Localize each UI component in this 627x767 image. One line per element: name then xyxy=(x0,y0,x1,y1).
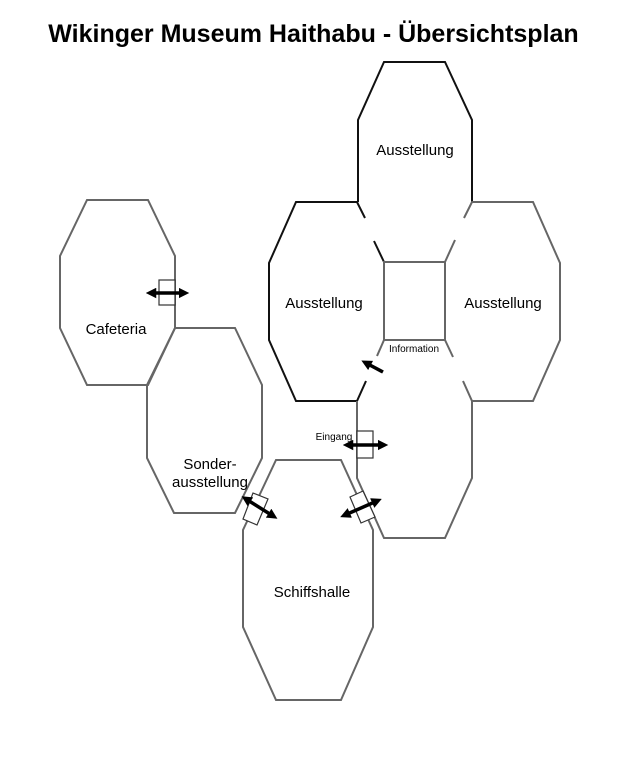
right-exhibition-label: Ausstellung xyxy=(464,295,542,312)
door-arrow-icon xyxy=(241,496,278,519)
page-title: Wikinger Museum Haithabu - Übersichtspla… xyxy=(48,20,579,48)
information-arrow-icon xyxy=(361,360,384,374)
information-label: Information xyxy=(389,344,439,355)
room-information[interactable]: Information xyxy=(376,261,454,358)
special-exhibition-label-1: Sonder- xyxy=(183,456,236,473)
room-entrance-hall[interactable] xyxy=(356,401,473,539)
room-ship-hall[interactable]: Schiffshalle xyxy=(242,459,374,701)
entrance-to-ship-door[interactable] xyxy=(340,490,382,524)
entrance-label: Eingang xyxy=(316,432,353,443)
room-top-exhibition[interactable]: Ausstellung xyxy=(357,61,473,202)
door-arrow-icon xyxy=(340,498,382,518)
ship-hall-label: Schiffshalle xyxy=(274,584,350,601)
top-exhibition-label: Ausstellung xyxy=(376,142,454,159)
cafeteria-door[interactable] xyxy=(145,279,190,306)
room-right-exhibition[interactable]: Ausstellung xyxy=(444,201,561,402)
cafeteria-label: Cafeteria xyxy=(86,321,148,338)
left-exhibition-label: Ausstellung xyxy=(285,295,363,312)
special-exhibition-label-2: ausstellung xyxy=(172,474,248,491)
room-special-exhibition[interactable]: Sonder- ausstellung xyxy=(146,327,263,514)
special-to-ship-door[interactable] xyxy=(241,492,278,526)
entrance-door[interactable]: Eingang xyxy=(316,430,389,459)
room-left-exhibition[interactable]: Ausstellung xyxy=(268,201,385,402)
